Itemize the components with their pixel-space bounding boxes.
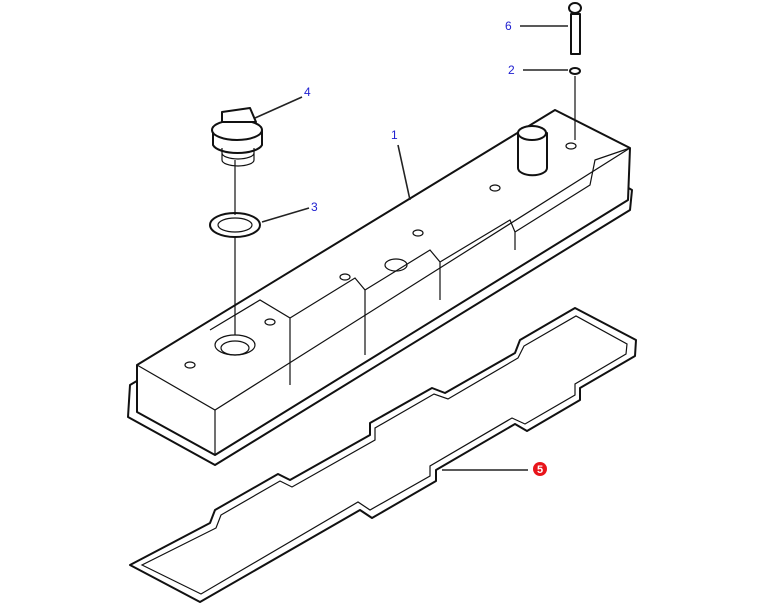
- callout-1[interactable]: 1: [391, 128, 398, 142]
- callout-2[interactable]: 2: [508, 63, 515, 77]
- callout-5: 5: [537, 464, 543, 476]
- gasket[interactable]: [129, 307, 637, 603]
- callout-3[interactable]: 3: [311, 200, 318, 214]
- callout-4[interactable]: 4: [304, 85, 311, 99]
- washer[interactable]: [569, 67, 581, 75]
- callout-6[interactable]: 6: [505, 19, 512, 33]
- callout-5-badge[interactable]: 5: [533, 462, 547, 476]
- o-ring[interactable]: [209, 212, 261, 238]
- bolt[interactable]: [568, 2, 582, 55]
- oil-filler-cap[interactable]: [211, 107, 263, 167]
- valve-cover[interactable]: [127, 109, 633, 466]
